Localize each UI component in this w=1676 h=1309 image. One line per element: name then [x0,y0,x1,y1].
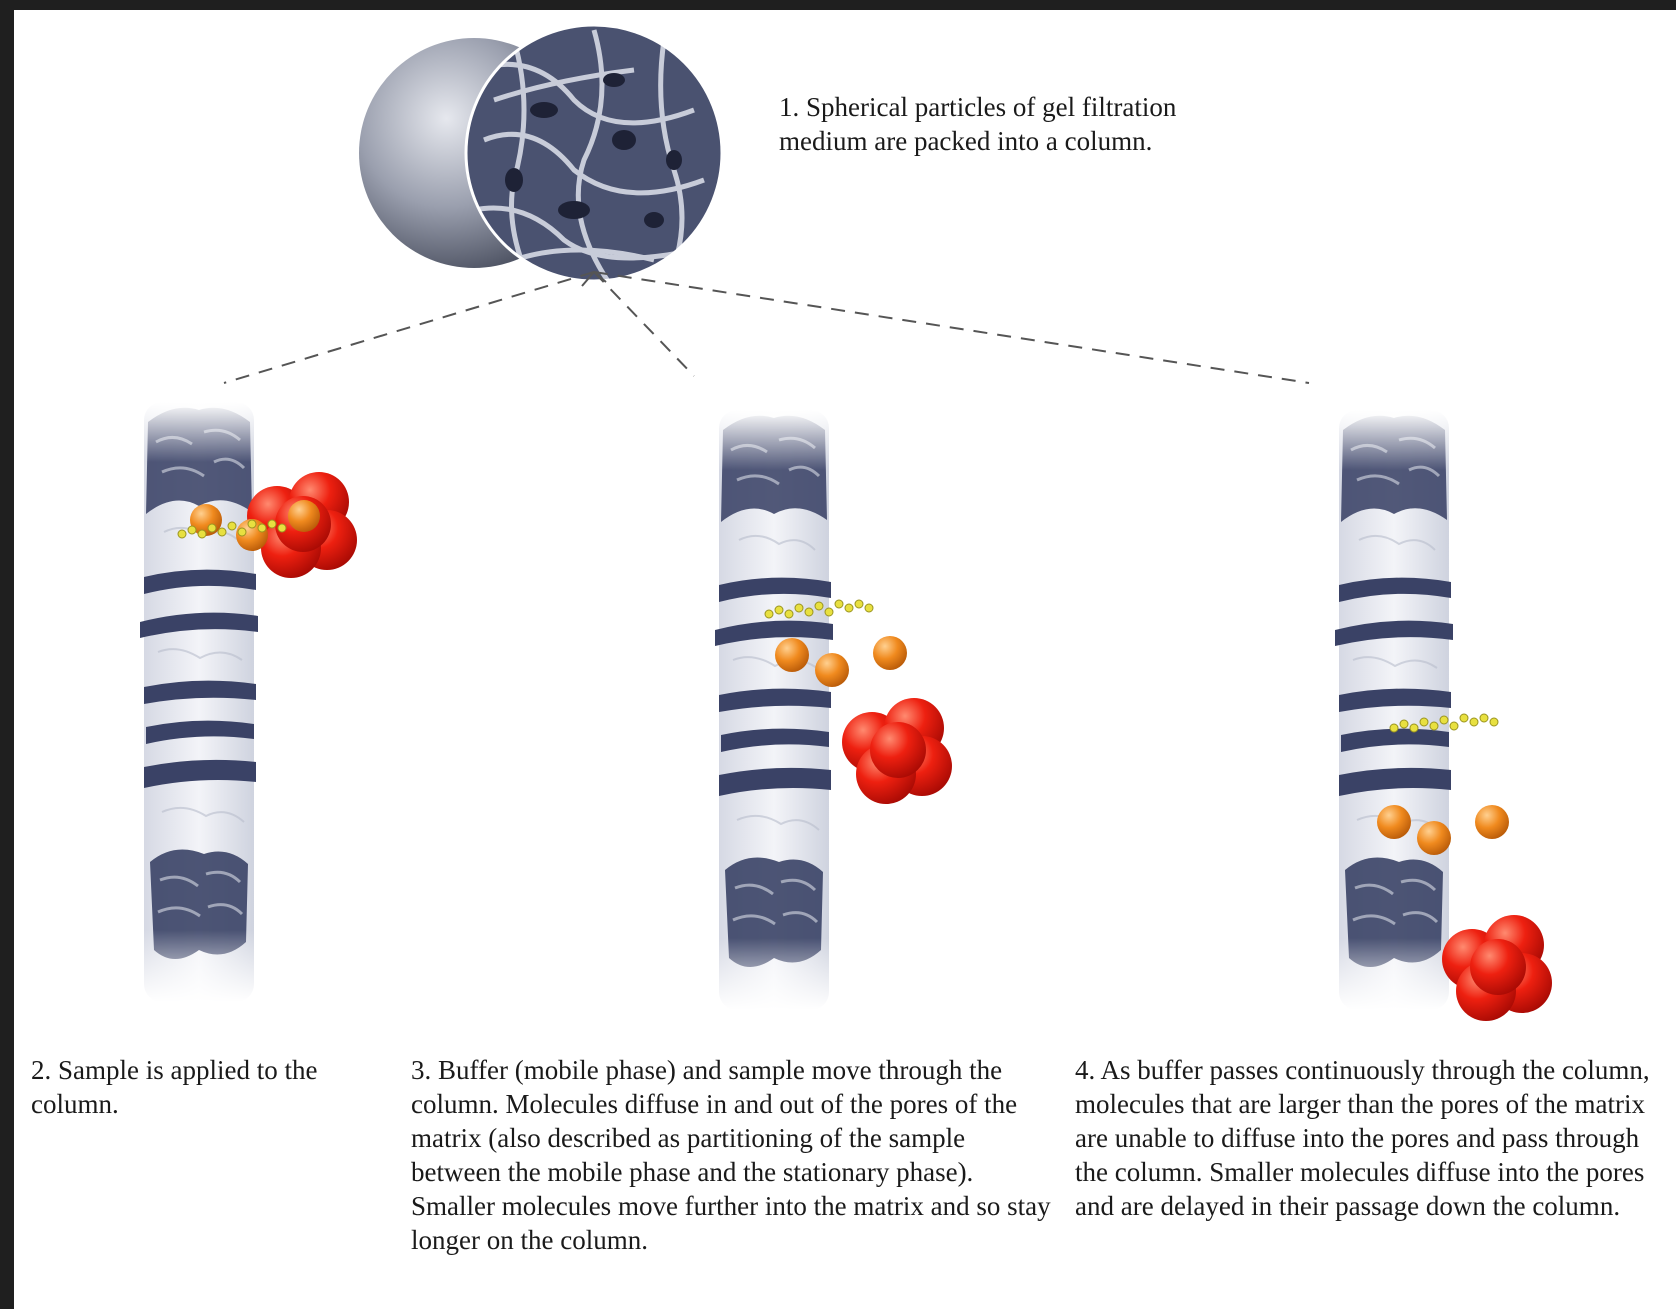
caption-step-4: 4. As buffer passes continuously through… [1075,1053,1675,1223]
large-molecule-icon [842,698,952,804]
column-section-icon [713,410,837,1010]
caption-step-3: 3. Buffer (mobile phase) and sample move… [411,1053,1051,1257]
guide-lines [224,272,1309,383]
figure-canvas: 1. Spherical particles of gel filtration… [14,10,1676,1309]
column-section-icon [138,402,262,1002]
column-section-icon [1333,410,1457,1010]
large-molecule-icon [1442,915,1552,1021]
caption-step-2: 2. Sample is applied to the column. [31,1053,331,1121]
caption-step-1: 1. Spherical particles of gel filtration… [779,90,1199,158]
